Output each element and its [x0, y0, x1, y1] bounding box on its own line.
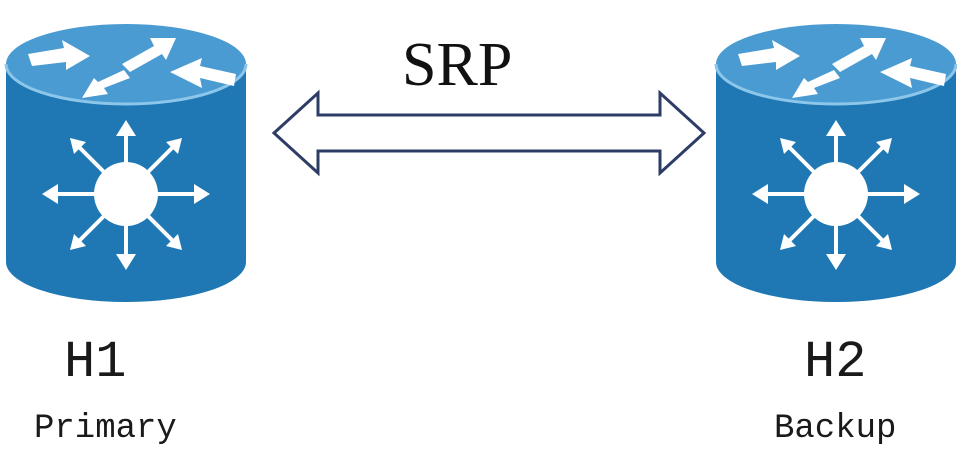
h1-role: Primary [34, 410, 177, 448]
h2-name: H2 [804, 333, 867, 392]
srp-label: SRP [402, 31, 513, 99]
h2-role: Backup [774, 410, 897, 448]
h2-switch-icon [714, 22, 957, 304]
srp-bidirectional-arrow [271, 89, 707, 177]
h1-switch-icon [4, 22, 248, 304]
h1-name: H1 [64, 333, 127, 392]
